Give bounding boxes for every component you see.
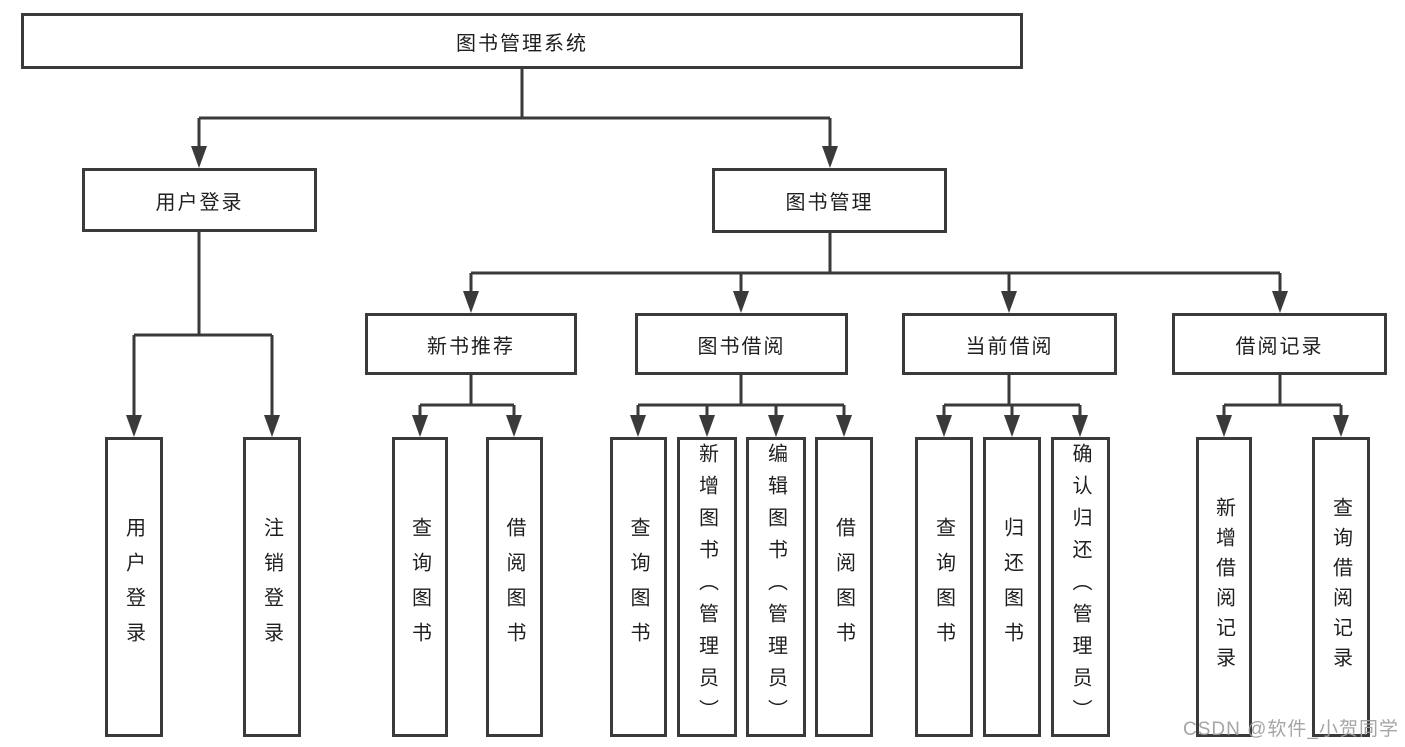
node-book-management: 图书管理 <box>712 168 947 233</box>
leaf-logout: 注销登录 <box>243 437 301 737</box>
leaf-edit-book-admin: 编辑图书（管理员） <box>746 437 806 737</box>
leaf-add-book-admin: 新增图书（管理员） <box>677 437 737 737</box>
leaf-recommend-query-book: 查询图书 <box>392 437 448 737</box>
leaf-confirm-return-admin: 确认归还（管理员） <box>1051 437 1110 737</box>
node-borrow-record: 借阅记录 <box>1172 313 1387 375</box>
node-current-borrow: 当前借阅 <box>902 313 1117 375</box>
csdn-watermark: CSDN @软件_小贺同学 <box>1183 719 1399 740</box>
leaf-borrow-book: 借阅图书 <box>815 437 873 737</box>
leaf-add-borrow-record: 新增借阅记录 <box>1196 437 1252 737</box>
arrowheads <box>126 146 1349 437</box>
node-user-login: 用户登录 <box>82 168 317 232</box>
node-new-book-recommend: 新书推荐 <box>365 313 577 375</box>
leaf-user-login: 用户登录 <box>105 437 163 737</box>
node-root-system: 图书管理系统 <box>21 13 1023 69</box>
leaf-recommend-borrow-book: 借阅图书 <box>486 437 543 737</box>
leaf-current-query-book: 查询图书 <box>915 437 973 737</box>
leaf-borrow-query-book: 查询图书 <box>610 437 667 737</box>
leaf-query-borrow-record: 查询借阅记录 <box>1312 437 1370 737</box>
leaf-return-book: 归还图书 <box>983 437 1041 737</box>
node-book-borrow: 图书借阅 <box>635 313 848 375</box>
